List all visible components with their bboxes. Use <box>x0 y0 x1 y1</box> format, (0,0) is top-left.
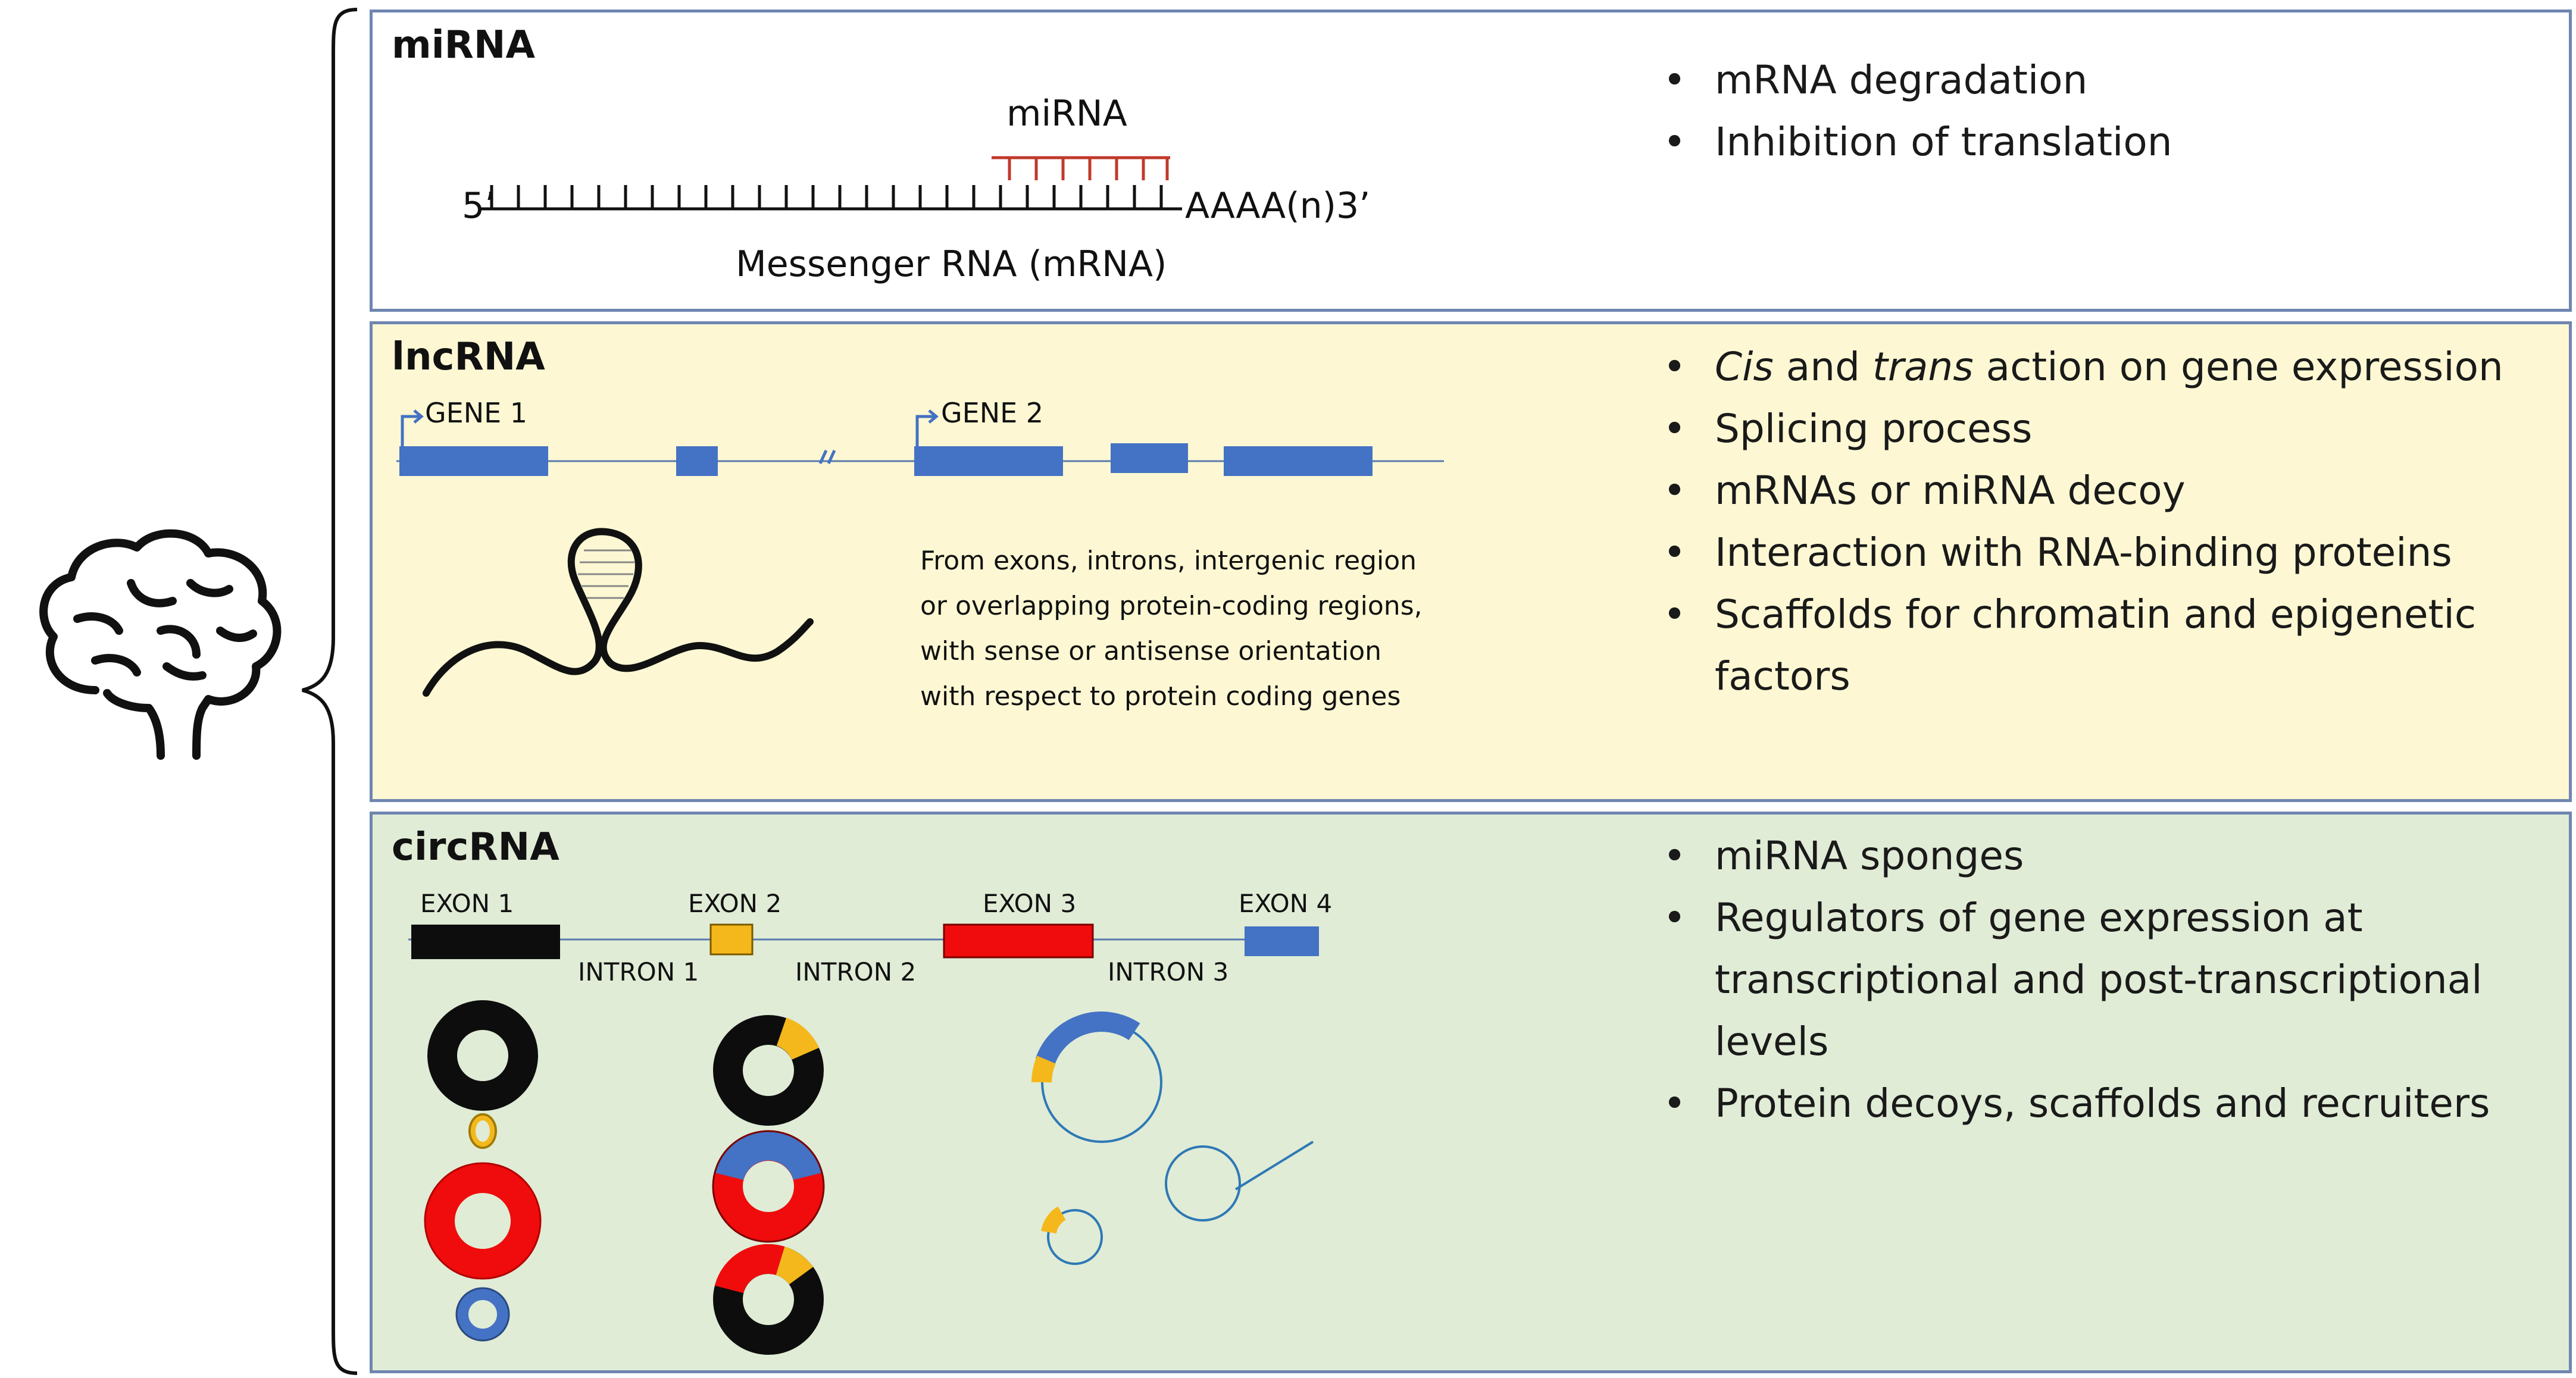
gene-2-label: GENE 2 <box>941 397 1044 429</box>
function-text: and <box>1773 344 1872 390</box>
mirna-function-item: Inhibition of translation <box>1652 111 2557 173</box>
mirna-binding <box>992 156 1170 180</box>
yellow-ring <box>468 1113 497 1149</box>
circrna-title: circRNA <box>392 825 559 869</box>
lncrna-function-item: mRNAs or miRNA decoy <box>1652 460 2557 522</box>
cis-italic: Cis <box>1715 344 1774 390</box>
exon-2-label: EXON 2 <box>688 889 782 918</box>
lncrna-function-list: Cis and trans action on gene expression … <box>1652 336 2557 707</box>
description-line: with respect to protein coding genes <box>920 681 1401 712</box>
function-text: action on gene expression <box>1973 344 2503 390</box>
mirna-panel: miRNA miRNA 5’ AAAA(n)3’ Me <box>370 10 2572 312</box>
lncrna-function-item: Splicing process <box>1652 398 2557 460</box>
circrna-gene-track <box>408 923 1319 959</box>
mrna-strand <box>480 156 1182 211</box>
lncrna-function-item: Scaffolds for chromatin and epigenetic f… <box>1652 584 2557 707</box>
mirna-strand-label: miRNA <box>1006 93 1127 134</box>
three-prime-label: AAAA(n)3’ <box>1185 185 1371 227</box>
mirna-title: miRNA <box>392 23 535 67</box>
lncrna-panel: lncRNA GENE 1 GENE 2 From exons, introns… <box>370 321 2572 802</box>
mrna-label: Messenger RNA (mRNA) <box>736 243 1167 285</box>
exon-3-label: EXON 3 <box>983 889 1077 918</box>
lncrna-function-item: Cis and trans action on gene expression <box>1652 336 2557 398</box>
description-line: or overlapping protein-coding regions, <box>920 591 1423 621</box>
circrna-ring-column-1 <box>424 1000 542 1342</box>
curly-brace <box>302 8 358 1375</box>
trans-italic: trans <box>1872 344 1974 390</box>
description-line: From exons, introns, intergenic region <box>920 546 1417 576</box>
lncrna-structure-icon <box>423 528 814 697</box>
circrna-function-item: miRNA sponges <box>1652 825 2557 887</box>
intron-1-label: INTRON 1 <box>578 957 699 986</box>
exon-4-label: EXON 4 <box>1239 889 1333 918</box>
five-prime-label: 5’ <box>462 185 496 227</box>
lncrna-gene-track <box>396 409 1444 476</box>
blue-ring <box>457 1288 509 1341</box>
intron-2-label: INTRON 2 <box>795 957 917 986</box>
mirna-function-list: mRNA degradation Inhibition of translati… <box>1652 49 2557 173</box>
circrna-ring-column-2 <box>712 1015 825 1355</box>
lncrna-title: lncRNA <box>392 335 545 379</box>
black-ring <box>427 1000 538 1111</box>
red-ring <box>425 1163 540 1279</box>
circrna-intron-circles <box>1031 1011 1314 1265</box>
circrna-function-item: Protein decoys, scaffolds and recruiters <box>1652 1073 2557 1135</box>
mirna-function-item: mRNA degradation <box>1652 49 2557 111</box>
exon-1-label: EXON 1 <box>420 889 514 918</box>
gene-1-label: GENE 1 <box>425 397 528 429</box>
intron-3-label: INTRON 3 <box>1108 957 1229 986</box>
lncrna-function-item: Interaction with RNA-binding proteins <box>1652 522 2557 584</box>
lncrna-description: From exons, introns, intergenic region o… <box>920 538 1423 719</box>
brain-icon <box>39 529 282 760</box>
circrna-function-item: Regulators of gene expression at transcr… <box>1652 887 2557 1073</box>
circrna-function-list: miRNA sponges Regulators of gene express… <box>1652 825 2557 1135</box>
circrna-panel: circRNA EXON 1 EXON 2 EXON 3 EXON 4 INTR… <box>370 812 2572 1373</box>
description-line: with sense or antisense orientation <box>920 636 1382 666</box>
